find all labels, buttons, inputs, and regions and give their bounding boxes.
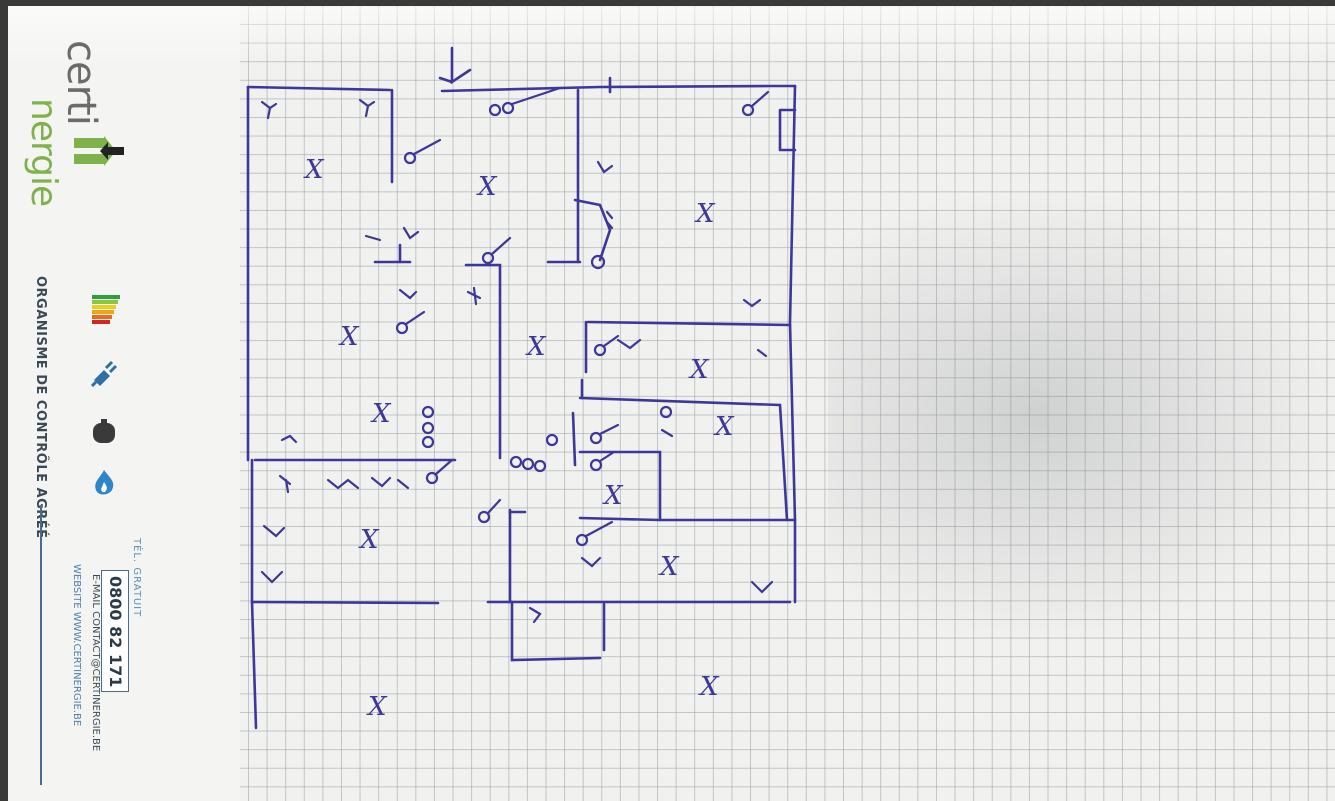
room-marker: X — [602, 481, 624, 511]
oil-tank-icon — [93, 419, 115, 443]
room-marker: X — [713, 412, 735, 442]
room-marker: X — [370, 399, 392, 429]
plug-icon — [90, 360, 118, 388]
electrical-symbols — [260, 86, 774, 624]
room-marker: X — [694, 199, 716, 229]
floor-plan-walls — [246, 46, 797, 730]
room-marker: X — [525, 332, 547, 362]
sidebar-divider — [40, 505, 42, 785]
paper-shadow — [828, 186, 1335, 646]
gas-flame-icon — [95, 470, 114, 495]
room-marker: X — [698, 672, 720, 702]
house-arrow-icon — [74, 136, 124, 166]
room-marker: X — [303, 155, 325, 185]
energy-label-icon — [92, 295, 120, 324]
room-marker: X — [688, 355, 710, 385]
tel-box — [101, 570, 129, 692]
room-marker: X — [338, 322, 360, 352]
room-marker: X — [476, 172, 498, 202]
room-marker: X — [358, 525, 380, 555]
paper-highlight — [8, 6, 1335, 66]
graph-paper-sheet — [8, 6, 1335, 801]
room-marker: X — [658, 552, 680, 582]
room-markers: X X X X X X X X X X X X X — [303, 155, 735, 722]
room-marker: X — [366, 692, 388, 722]
